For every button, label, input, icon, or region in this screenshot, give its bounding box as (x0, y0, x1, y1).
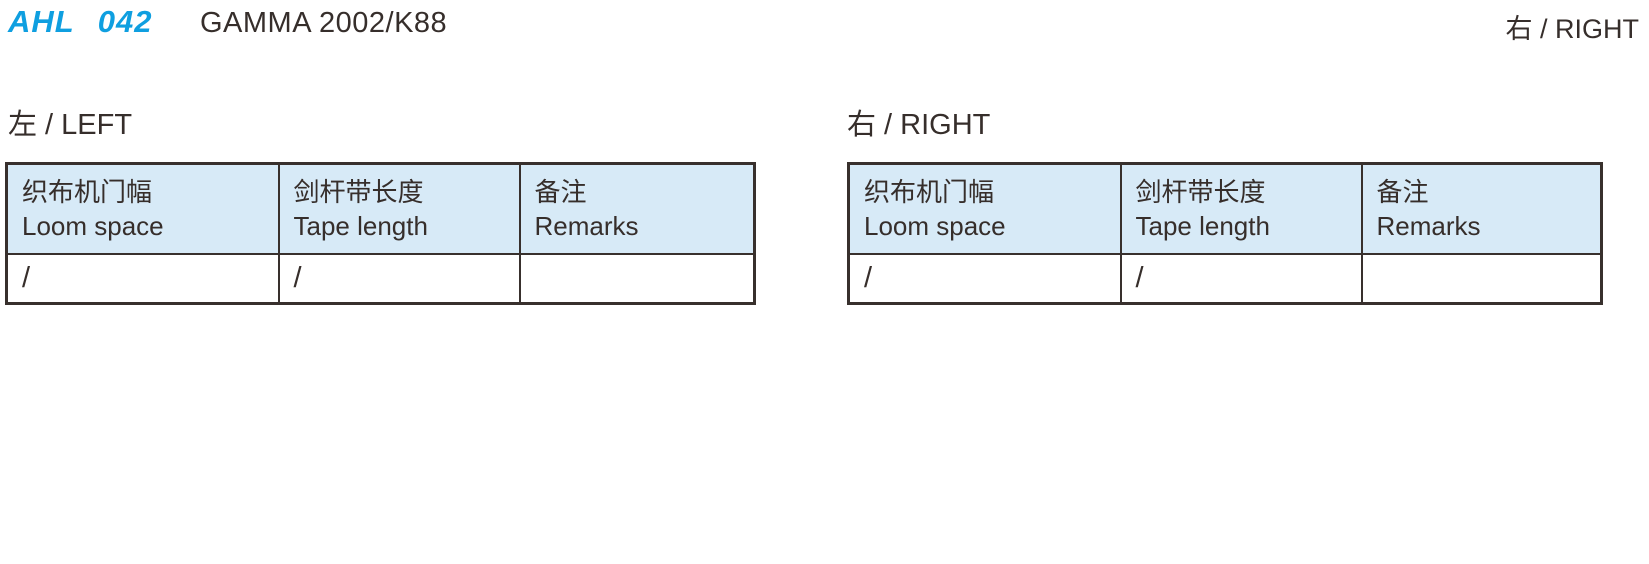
col-header-en: Tape length (1135, 210, 1270, 241)
col-header-en: Remarks (534, 210, 639, 241)
cell-loom-space: / (5, 252, 280, 305)
section-label-left: 左 / LEFT (8, 109, 133, 141)
table-row: / / (847, 252, 1603, 305)
col-header-zh: 织布机门幅 (864, 176, 995, 207)
cell-tape-length: / (1119, 252, 1363, 305)
col-header-loom-space: 织布机门幅 Loom space (5, 162, 280, 255)
cell-remarks (518, 252, 756, 305)
col-header-remarks: 备注 Remarks (518, 162, 756, 255)
col-header-tape-length: 剑杆带长度 Tape length (1119, 162, 1363, 255)
spec-table-right: 织布机门幅 Loom space 剑杆带长度 Tape length 备注 Re… (847, 162, 1603, 305)
col-header-en: Loom space (864, 210, 1006, 241)
section-label-right: 右 / RIGHT (847, 109, 991, 141)
cell-loom-space: / (847, 252, 1122, 305)
col-header-tape-length: 剑杆带长度 Tape length (277, 162, 521, 255)
col-header-zh: 剑杆带长度 (293, 176, 424, 207)
col-header-loom-space: 织布机门幅 Loom space (847, 162, 1122, 255)
model-code: AHL 042 (8, 4, 153, 39)
cell-tape-length: / (277, 252, 521, 305)
table-header-row: 织布机门幅 Loom space 剑杆带长度 Tape length 备注 Re… (847, 162, 1603, 255)
col-header-en: Remarks (1376, 210, 1481, 241)
model-name: GAMMA 2002/K88 (200, 7, 448, 39)
col-header-zh: 备注 (534, 176, 587, 207)
col-header-zh: 织布机门幅 (22, 176, 153, 207)
col-header-en: Loom space (22, 210, 164, 241)
col-header-remarks: 备注 Remarks (1360, 162, 1603, 255)
table-header-row: 织布机门幅 Loom space 剑杆带长度 Tape length 备注 Re… (5, 162, 756, 255)
col-header-zh: 剑杆带长度 (1135, 176, 1266, 207)
cell-remarks (1360, 252, 1603, 305)
page-side-label: 右 / RIGHT (1505, 14, 1640, 44)
col-header-zh: 备注 (1376, 176, 1429, 207)
col-header-en: Tape length (293, 210, 428, 241)
table-row: / / (5, 252, 756, 305)
spec-table-left: 织布机门幅 Loom space 剑杆带长度 Tape length 备注 Re… (5, 162, 756, 305)
